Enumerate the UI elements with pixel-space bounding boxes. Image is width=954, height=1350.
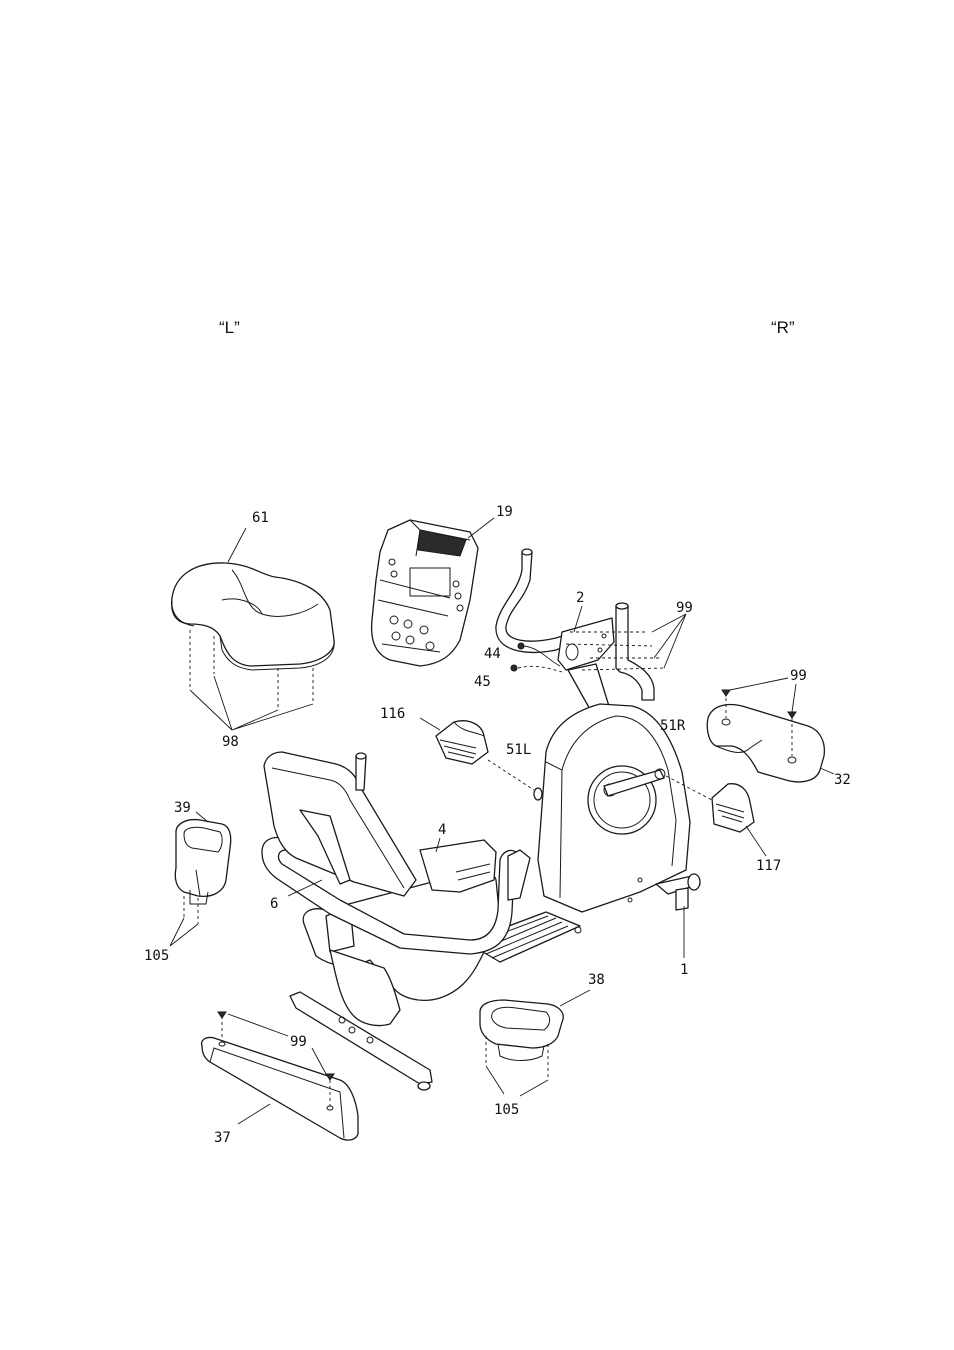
callout-37: 37 xyxy=(214,1130,231,1146)
callout-38: 38 xyxy=(588,972,605,988)
callout-45: 45 xyxy=(474,674,491,690)
callout-32: 32 xyxy=(834,772,851,788)
callout-51L: 51L xyxy=(506,742,531,758)
callout-105-right: 105 xyxy=(494,1102,519,1118)
callout-116: 116 xyxy=(380,706,405,722)
handlebar-assembly xyxy=(495,548,687,721)
callout-117: 117 xyxy=(756,858,781,874)
right-pedal-part xyxy=(665,775,767,857)
callout-51R: 51R xyxy=(660,718,686,734)
callout-99-column-bolts: 99 xyxy=(676,600,693,616)
callout-99-rear-cover-screws: 99 xyxy=(290,1034,307,1050)
callout-4: 4 xyxy=(438,822,446,838)
right-bottle-holder-part xyxy=(479,989,591,1097)
front-shroud-part xyxy=(706,677,835,783)
left-bottle-holder-part xyxy=(169,811,232,947)
left-pedal-part xyxy=(419,717,543,801)
main-frame-housing xyxy=(261,703,701,1091)
callout-98: 98 xyxy=(222,734,239,750)
callout-2: 2 xyxy=(576,590,584,606)
rear-cover-part xyxy=(200,1011,359,1141)
callout-99-shroud-screws: 99 xyxy=(790,668,807,684)
callout-105-left: 105 xyxy=(144,948,169,964)
seat-cushion-part xyxy=(170,527,335,731)
callout-44: 44 xyxy=(484,646,501,662)
callout-39: 39 xyxy=(174,800,191,816)
left-side-label: “L” xyxy=(219,318,240,337)
callout-61: 61 xyxy=(252,510,269,526)
right-side-label: “R” xyxy=(771,318,795,337)
callout-19: 19 xyxy=(496,504,513,520)
console-part xyxy=(370,517,495,667)
callout-6: 6 xyxy=(270,896,278,912)
callout-1: 1 xyxy=(680,962,688,978)
